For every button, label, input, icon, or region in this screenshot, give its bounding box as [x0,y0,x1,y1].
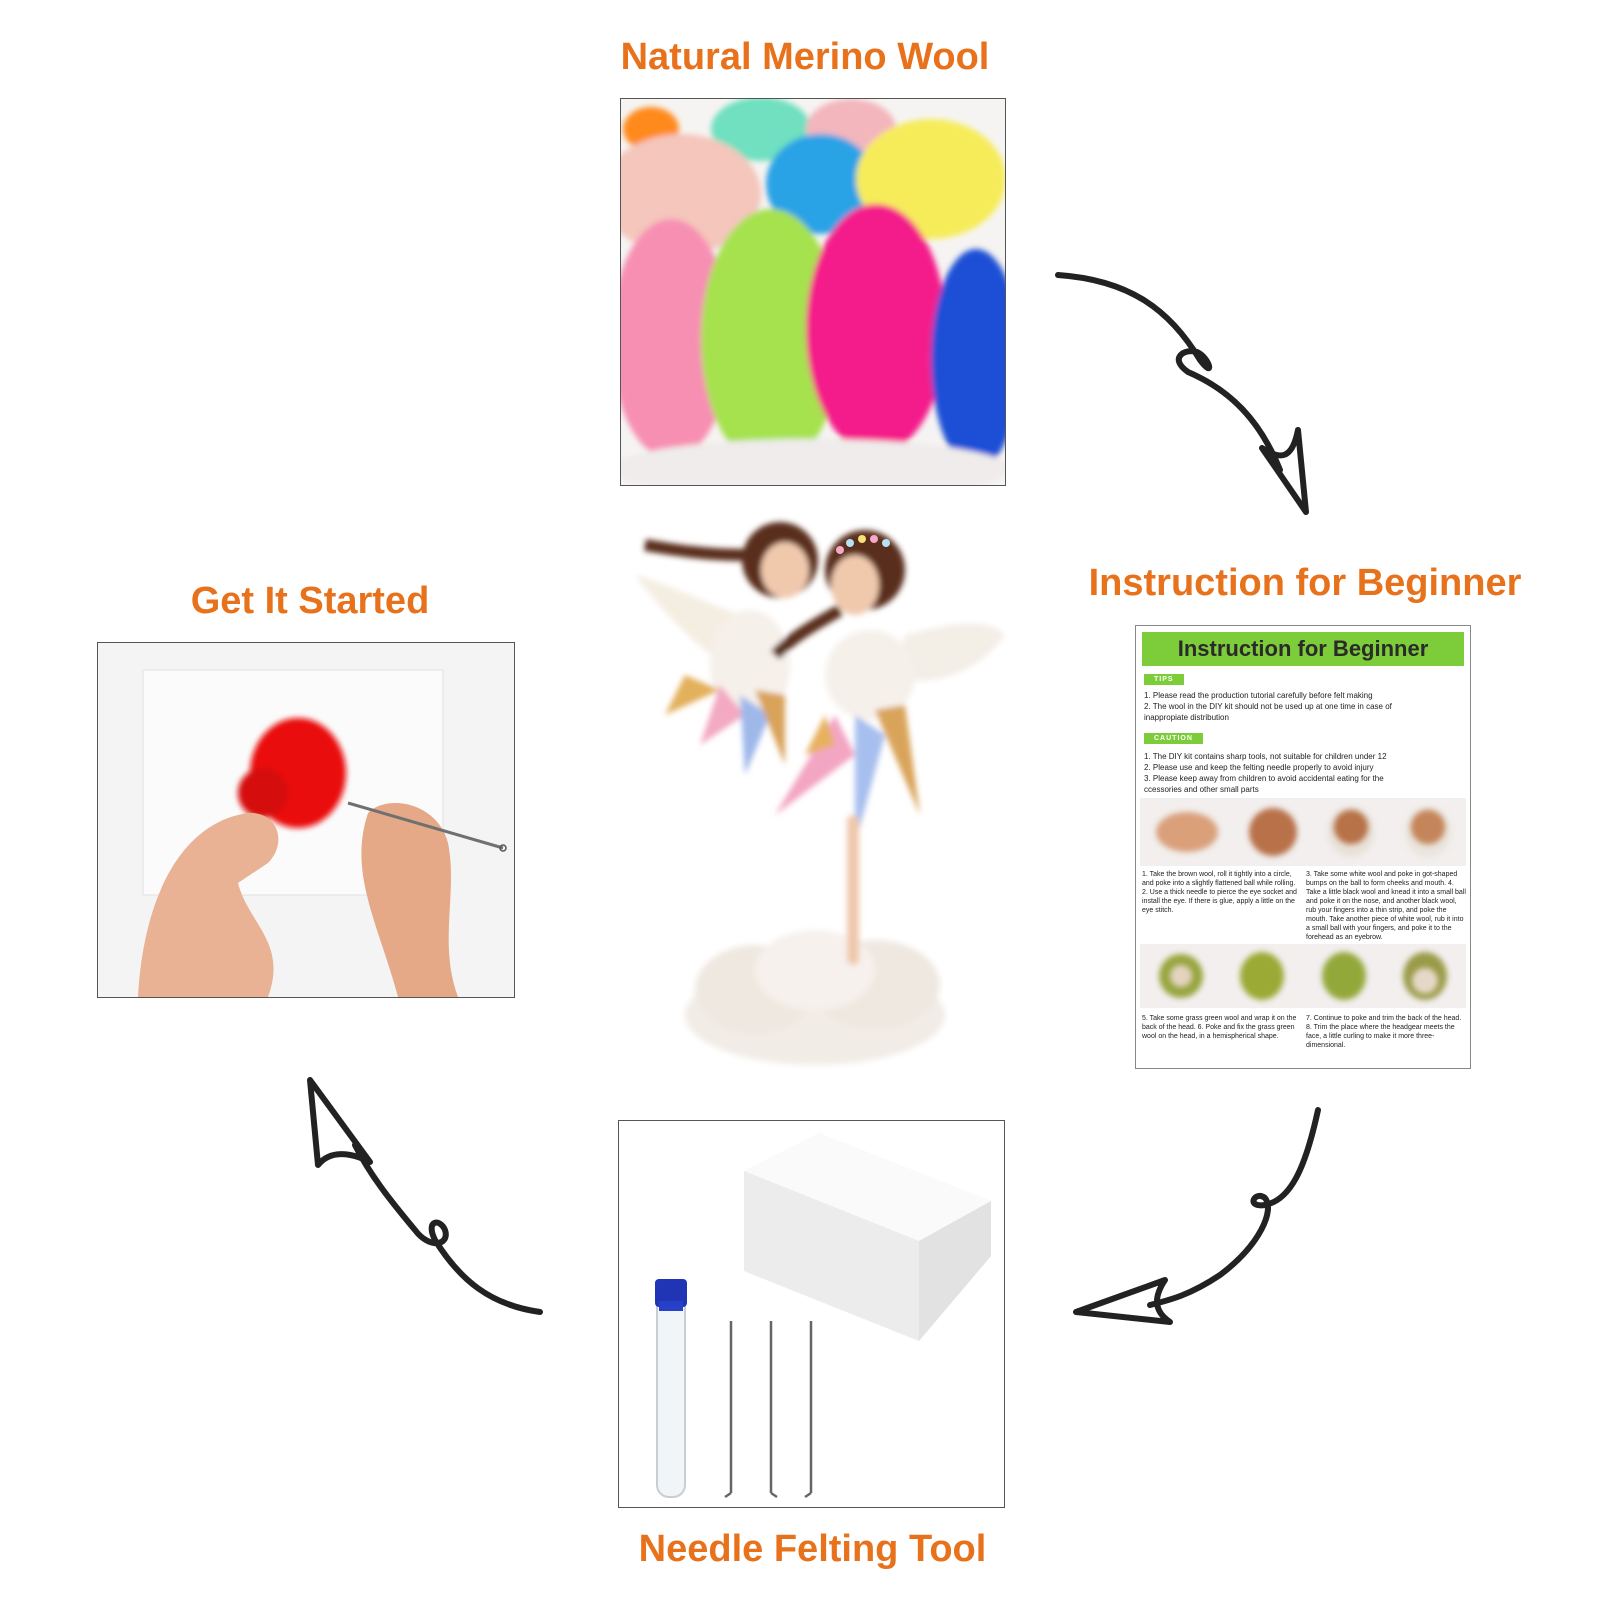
get-started-photo [97,642,515,998]
felted-fairy-figure [625,515,1045,1080]
instruction-sheet-title: Instruction for Beginner [1142,632,1464,666]
caption-needle-felting-tool: Needle Felting Tool [638,1528,987,1570]
caution-line-1: 1. The DIY kit contains sharp tools, not… [1144,752,1387,761]
caption-get-it-started: Get It Started [190,580,430,622]
step-photo-6 [1240,952,1285,1000]
green-head-step-photos [1140,944,1466,1008]
tips-line-3: inappropiate distribution [1144,713,1229,722]
needle-felting-tool-photo [618,1120,1005,1508]
step-photo-3 [1327,807,1374,857]
tips-tag: TIPS [1144,674,1184,685]
step-photo-1 [1155,812,1218,852]
caution-line-4: ccessories and other small parts [1144,785,1259,794]
step-photo-4 [1404,807,1451,857]
step-photo-5 [1158,954,1203,998]
steps-a-left: 1. Take the brown wool, roll it tightly … [1142,871,1297,914]
caution-tag: CAUTION [1144,733,1203,744]
felting-hands-illustration [98,643,514,997]
curved-loop-arrow-icon [1055,272,1309,515]
merino-wool-photo [620,98,1006,486]
step-photo-7 [1321,952,1366,1000]
instruction-sheet: Instruction for Beginner TIPS 1. Please … [1135,625,1471,1069]
caution-line-3: 3. Please keep away from children to avo… [1144,774,1384,783]
step-photo-8 [1403,952,1448,1000]
steps-b-left: 5. Take some grass green wool and wrap i… [1142,1015,1297,1040]
tips-text: 1. Please read the production tutorial c… [1144,690,1392,723]
caption-instruction-for-beginner: Instruction for Beginner [1088,562,1522,604]
curved-loop-arrow-icon [307,1077,543,1315]
tips-line-2: 2. The wool in the DIY kit should not be… [1144,702,1392,711]
caution-text: 1. The DIY kit contains sharp tools, not… [1144,751,1387,795]
felting-tools-illustration [619,1121,1004,1507]
caption-natural-merino-wool: Natural Merino Wool [620,36,990,78]
curved-loop-arrow-icon [1073,1107,1321,1325]
steps-a-right: 3. Take some white wool and poke in got-… [1306,871,1466,941]
steps-b-right: 7. Continue to poke and trim the back of… [1306,1015,1462,1049]
wool-illustration [621,99,1005,485]
step-photo-2 [1248,808,1297,856]
fairy-illustration [635,522,1005,1065]
brown-head-step-photos [1140,798,1466,866]
tips-line-1: 1. Please read the production tutorial c… [1144,691,1373,700]
caution-line-2: 2. Please use and keep the felting needl… [1144,763,1374,772]
